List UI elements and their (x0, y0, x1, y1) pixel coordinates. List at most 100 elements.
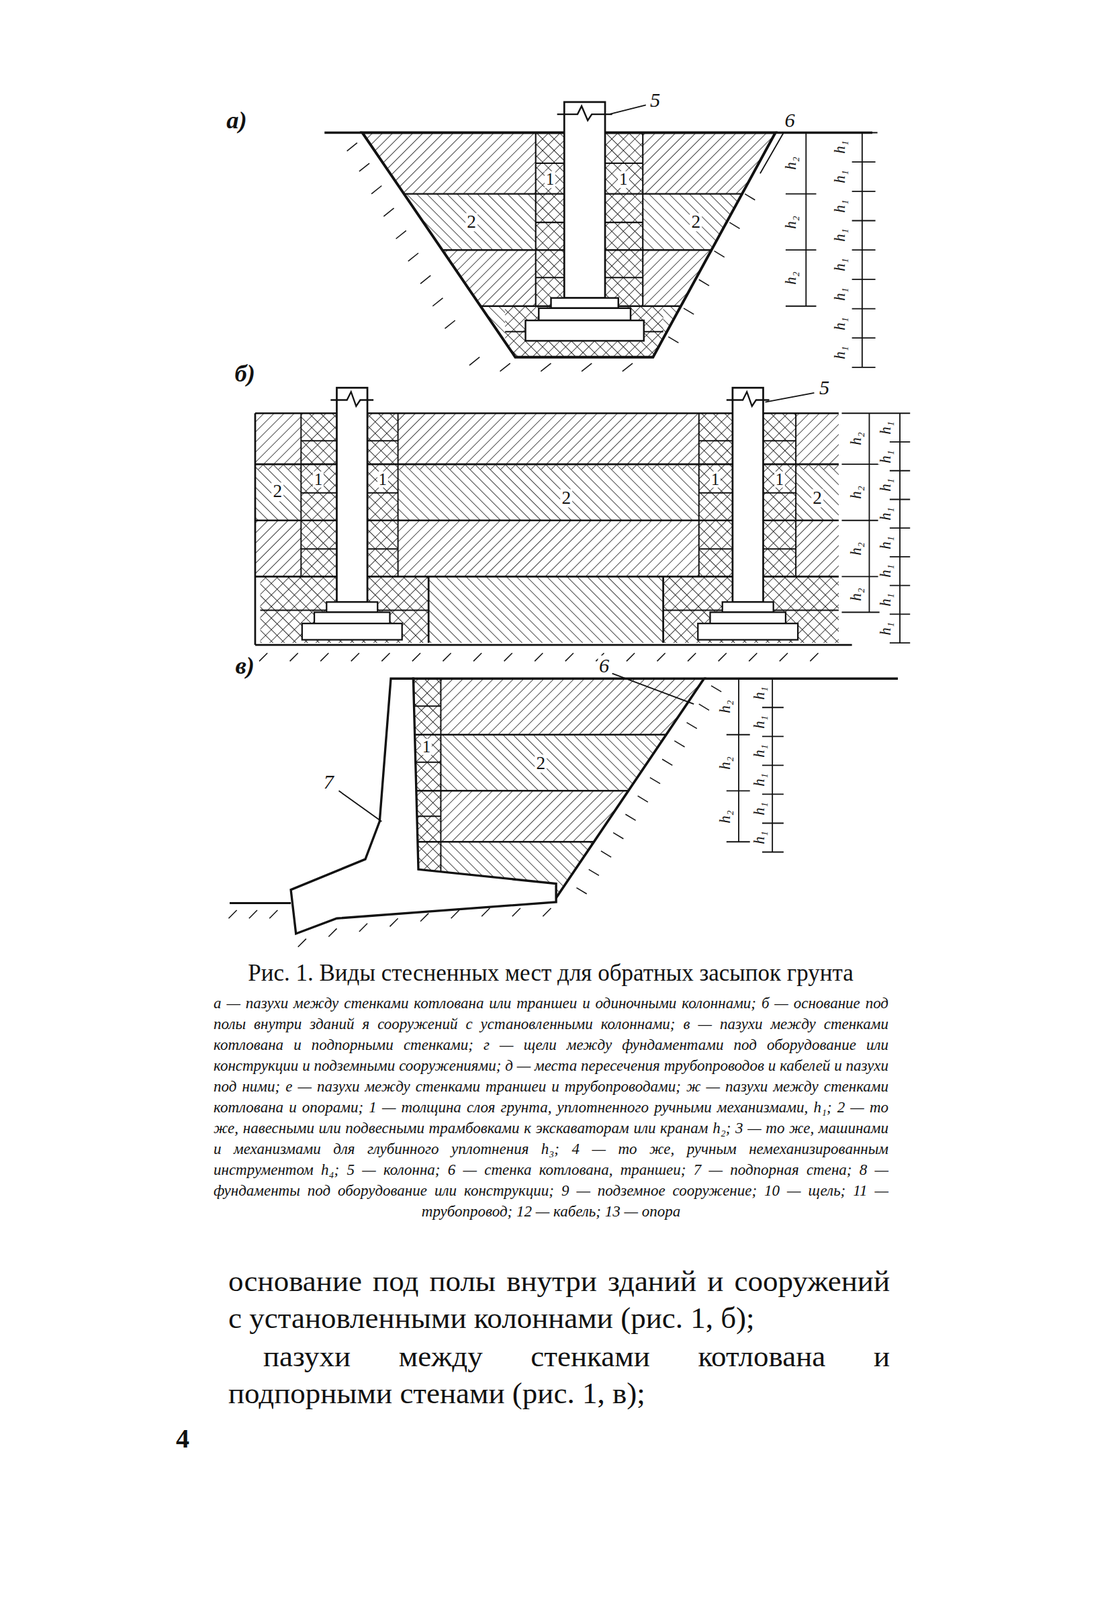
callout-number: 2 (465, 213, 478, 232)
dimension-label: h₁ (751, 830, 767, 846)
dimension-label: h₁ (877, 534, 894, 550)
callout-number: 1 (774, 471, 786, 488)
callout-number: 6 (783, 110, 796, 131)
figure-letter: б) (233, 361, 257, 387)
section-fill (709, 611, 786, 624)
callout-number: 1 (377, 471, 389, 488)
drawing-line (228, 907, 551, 947)
dimension-label: h₁ (832, 168, 848, 185)
section-fill (722, 601, 774, 612)
dimension-label: h₂ (848, 484, 864, 500)
dimension-label: h₁ (877, 563, 894, 579)
callout-number: 7 (322, 771, 336, 792)
drawing-c (228, 673, 898, 947)
section-fill (428, 576, 663, 643)
callout-number: 1 (617, 171, 629, 188)
callout-number: 1 (312, 471, 324, 488)
callout-number: 2 (811, 488, 824, 508)
dimension-label: h₂ (783, 214, 799, 230)
section-fill (314, 611, 390, 624)
section-fill (408, 790, 715, 842)
drawing-line (259, 652, 818, 661)
dimension-label: h₂ (717, 808, 734, 824)
dimension-label: h₁ (832, 345, 848, 361)
callout-number: 2 (271, 482, 284, 501)
dimension-label: h₂ (848, 431, 864, 447)
callout-number: 2 (689, 213, 702, 232)
drawing-line (408, 734, 715, 843)
section-fill (367, 412, 399, 577)
dimension-label: h₂ (783, 269, 799, 286)
drawing-line (557, 106, 613, 121)
callout-number: 6 (597, 654, 611, 675)
drawing-a (324, 102, 878, 372)
dimension-label: h₂ (783, 155, 799, 171)
callout-number: 2 (560, 488, 573, 508)
callout-number: 1 (709, 471, 721, 488)
dimension-label: h₁ (877, 620, 894, 636)
section-fill (697, 623, 798, 640)
section-fill (564, 102, 606, 299)
section-fill (300, 412, 337, 577)
dimension-label: h₁ (877, 448, 894, 465)
dimension-label: h₁ (751, 713, 767, 730)
dimension-label: h₁ (877, 477, 894, 493)
section-fill (699, 412, 733, 577)
figure-letter: а) (224, 108, 248, 133)
section-fill (551, 298, 619, 309)
page-number: 4 (175, 1425, 190, 1452)
drawing-line (841, 412, 910, 643)
dimension-label: h₁ (832, 286, 848, 302)
dimension-label: h₂ (717, 699, 734, 715)
dimension-label: h₁ (751, 684, 767, 701)
dimension-label: h₂ (848, 586, 864, 602)
callout-number: 2 (534, 754, 547, 773)
section-fill (538, 308, 631, 321)
drawing-part (408, 678, 715, 903)
section-fill (699, 412, 733, 577)
dimension-label: h₁ (751, 801, 767, 817)
drawing-line (339, 673, 695, 822)
dimension-label: h₂ (717, 754, 734, 771)
section-fill (525, 320, 645, 341)
section-outline (412, 678, 704, 898)
section-fill (732, 387, 764, 602)
drawing-line (714, 678, 784, 852)
dimension-label: h₂ (848, 540, 864, 557)
callout-number: 1 (421, 738, 432, 755)
dimension-label: h₁ (751, 771, 767, 788)
dimension-label: h₁ (832, 315, 848, 332)
drawing-line (229, 901, 291, 904)
section-fill (762, 412, 796, 577)
drawing-line (576, 685, 722, 894)
dimension-label: h₁ (832, 256, 848, 272)
drawing-line (609, 104, 784, 174)
dimension-label: h₁ (877, 505, 894, 522)
body-paragraph: основание под полы внутри зданий и соору… (228, 1262, 890, 1337)
dimension-label: h₁ (751, 742, 767, 759)
section-fill (336, 387, 368, 602)
section-fill (367, 412, 399, 577)
dimension-label: h₁ (877, 419, 894, 436)
dimension-label: h₁ (832, 139, 848, 156)
callout-number: 5 (817, 377, 831, 398)
body-paragraph: пазухи между стенками котлована и подпор… (228, 1337, 890, 1412)
dimension-label: h₁ (832, 227, 848, 244)
figure-legend-text: а — пазухи между стенками котлована или … (213, 992, 889, 1222)
section-fill (326, 601, 378, 612)
drawing-line (785, 132, 878, 367)
section-fill (762, 412, 796, 577)
drawing-line (330, 391, 769, 406)
section-fill (302, 623, 403, 640)
section-fill (408, 678, 715, 735)
dimension-label: h₁ (877, 591, 894, 608)
drawing-line (347, 143, 756, 372)
drawing-b (255, 387, 910, 661)
dimension-label: h₁ (832, 198, 848, 214)
callout-number: 5 (648, 89, 662, 111)
section-fill (300, 412, 337, 577)
figure-caption: Рис. 1. Виды стесненных мест для обратны… (201, 958, 900, 988)
section-outline (290, 678, 557, 934)
callout-number: 1 (544, 171, 556, 188)
